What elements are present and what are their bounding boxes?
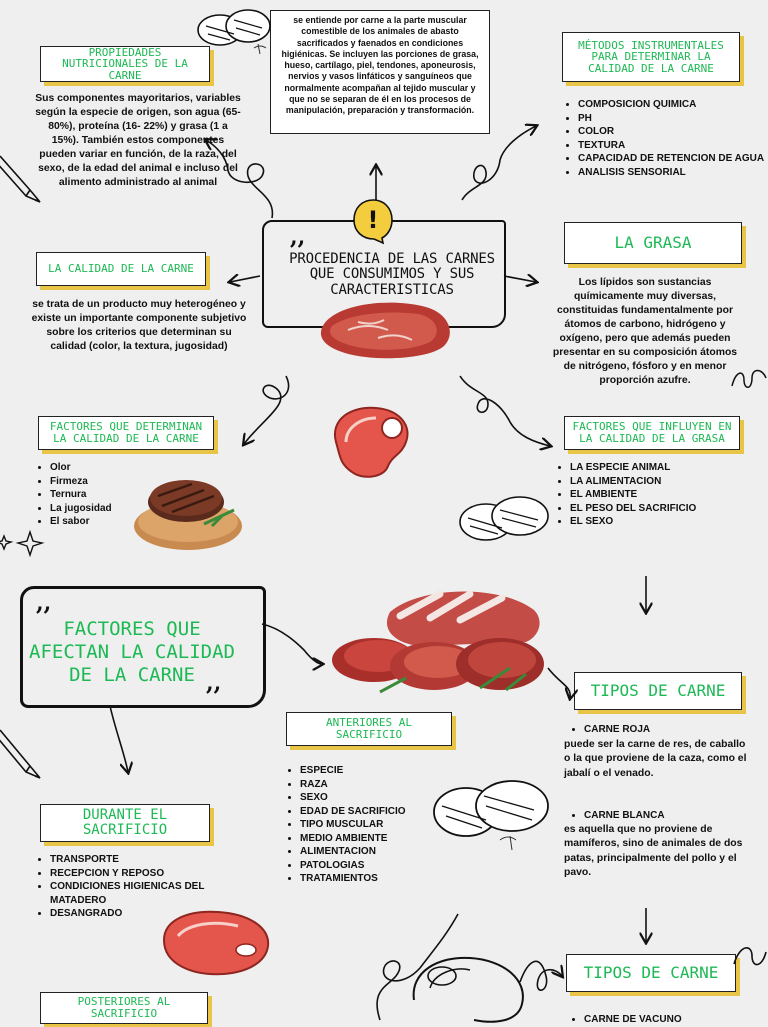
grilled-steak-icon <box>134 480 242 550</box>
sparkle-icon <box>0 529 45 558</box>
metodos-title: MÉTODOS INSTRUMENTALES PARA DETERMINAR L… <box>562 32 740 82</box>
nutri-title-text: PROPIEDADES NUTRICIONALES DE LA CARNE <box>62 45 188 82</box>
tipos2-list: CARNE DE VACUNO <box>566 1013 768 1027</box>
exclamation-icon: ! <box>353 199 393 245</box>
tipos-blanca-text: es aquella que no proviene de mamíferos,… <box>564 824 743 879</box>
list-item: PH <box>578 112 768 126</box>
list-item: TRANSPORTE <box>50 853 250 867</box>
calidad-title: LA CALIDAD DE LA CARNE <box>36 252 206 286</box>
factores-title: FACTORES QUE DETERMINAN LA CALIDAD DE LA… <box>38 416 214 450</box>
intro-definition-box: se entiende por carne a la parte muscula… <box>270 10 490 134</box>
meat-cut-icon <box>162 910 270 976</box>
tipos-blanca-list: CARNE BLANCA <box>566 809 768 823</box>
steak-sketch-icon <box>459 496 549 541</box>
list-item: TRATAMIENTOS <box>300 872 460 886</box>
influyen-title-text: FACTORES QUE INFLUYEN EN LA CALIDAD DE L… <box>572 420 732 445</box>
durante-list: TRANSPORTE RECEPCION Y REPOSO CONDICIONE… <box>32 853 250 921</box>
list-item: CARNE BLANCA <box>584 809 768 823</box>
calidad-text: se trata de un producto muy heterogéneo … <box>31 299 247 353</box>
metodos-list: COMPOSICION QUIMICA PH COLOR TEXTURA CAP… <box>560 98 768 179</box>
list-item: CARNE DE VACUNO <box>584 1013 768 1027</box>
nutri-text: Sus componentes mayoritarios, variables … <box>35 93 241 189</box>
pencil-icon <box>0 155 41 203</box>
tipos2-title: TIPOS DE CARNE <box>566 954 736 992</box>
list-item: La jugosidad <box>50 502 160 516</box>
list-item: DESANGRADO <box>50 907 250 921</box>
close-quote-mark: ,, <box>206 670 222 696</box>
afectan-title: FACTORES QUE AFECTAN LA CALIDAD DE LA CA… <box>29 618 235 686</box>
list-item: EL PESO DEL SACRIFICIO <box>570 502 768 516</box>
tipos-roja-list: CARNE ROJA <box>566 723 768 737</box>
list-item: MEDIO AMBIENTE <box>300 832 460 846</box>
influyen-title: FACTORES QUE INFLUYEN EN LA CALIDAD DE L… <box>564 416 740 450</box>
list-item: CARNE ROJA <box>584 723 768 737</box>
anteriores-title: ANTERIORES AL SACRIFICIO <box>286 712 452 746</box>
list-item: CONDICIONES HIGIENICAS DEL MATADERO <box>50 880 250 907</box>
list-item: RAZA <box>300 778 460 792</box>
meat-cut-icon <box>333 406 409 478</box>
list-item: COLOR <box>578 125 768 139</box>
list-item: CAPACIDAD DE RETENCION DE AGUA <box>578 152 768 166</box>
list-item: LA ESPECIE ANIMAL <box>570 461 768 475</box>
grasa-text: Los lípidos son sustancias químicamente … <box>552 277 738 387</box>
list-item: COMPOSICION QUIMICA <box>578 98 768 112</box>
raw-meat-assortment-icon <box>332 590 544 694</box>
afectan-frame <box>20 586 266 708</box>
intro-definition-text: se entiende por carne a la parte muscula… <box>281 15 479 115</box>
tipos2-title-text: TIPOS DE CARNE <box>583 962 719 982</box>
list-item: SEXO <box>300 791 460 805</box>
list-item: Firmeza <box>50 475 160 489</box>
list-item: ESPECIE <box>300 764 460 778</box>
list-item: EDAD DE SACRIFICIO <box>300 805 460 819</box>
factores-title-text: FACTORES QUE DETERMINAN LA CALIDAD DE LA… <box>49 420 203 445</box>
factores-list: Olor Firmeza Ternura La jugosidad El sab… <box>32 461 160 529</box>
nutri-title: PROPIEDADES NUTRICIONALES DE LA CARNE <box>40 46 210 82</box>
pencil-icon <box>0 729 41 779</box>
anteriores-list: ESPECIE RAZA SEXO EDAD DE SACRIFICIO TIP… <box>282 764 460 886</box>
open-quote-mark: ,, <box>36 590 52 616</box>
list-item: PATOLOGIAS <box>300 859 460 873</box>
list-item: EL SEXO <box>570 515 768 529</box>
squiggle-decoration-icon <box>731 369 767 388</box>
list-item: Ternura <box>50 488 160 502</box>
list-item: RECEPCION Y REPOSO <box>50 867 250 881</box>
list-item: LA ALIMENTACION <box>570 475 768 489</box>
exclamation-glyph: ! <box>368 206 379 234</box>
durante-title: DURANTE EL SACRIFICIO <box>40 804 210 842</box>
list-item: ANALISIS SENSORIAL <box>578 166 768 180</box>
anteriores-title-text: ANTERIORES AL SACRIFICIO <box>325 716 413 741</box>
tipos-title: TIPOS DE CARNE <box>574 672 742 710</box>
grasa-title: LA GRASA <box>564 222 742 264</box>
central-title: PROCEDENCIA DE LAS CARNES QUE CONSUMIMOS… <box>289 251 495 298</box>
list-item: EL AMBIENTE <box>570 488 768 502</box>
raw-steak-icon <box>320 302 450 359</box>
metodos-title-text: MÉTODOS INSTRUMENTALES PARA DETERMINAR L… <box>578 38 724 75</box>
grasa-title-text: LA GRASA <box>614 232 692 252</box>
calidad-title-text: LA CALIDAD DE LA CARNE <box>48 262 194 276</box>
meat-sketch-icon <box>412 956 524 1023</box>
steak-sketch-icon <box>197 9 271 55</box>
durante-title-text: DURANTE EL SACRIFICIO <box>82 807 168 838</box>
posteriores-title-text: POSTERIORES AL SACRIFICIO <box>77 995 171 1020</box>
list-item: TEXTURA <box>578 139 768 153</box>
influyen-list: LA ESPECIE ANIMAL LA ALIMENTACION EL AMB… <box>552 461 768 529</box>
list-item: El sabor <box>50 515 160 529</box>
tipos-roja-text: puede ser la carne de res, de caballo o … <box>564 739 747 779</box>
tipos-title-text: TIPOS DE CARNE <box>590 680 726 700</box>
list-item: TIPO MUSCULAR <box>300 818 460 832</box>
steak-sketch-icon <box>433 780 549 851</box>
list-item: ALIMENTACION <box>300 845 460 859</box>
open-quote-mark: ,, <box>290 224 306 250</box>
list-item: Olor <box>50 461 160 475</box>
